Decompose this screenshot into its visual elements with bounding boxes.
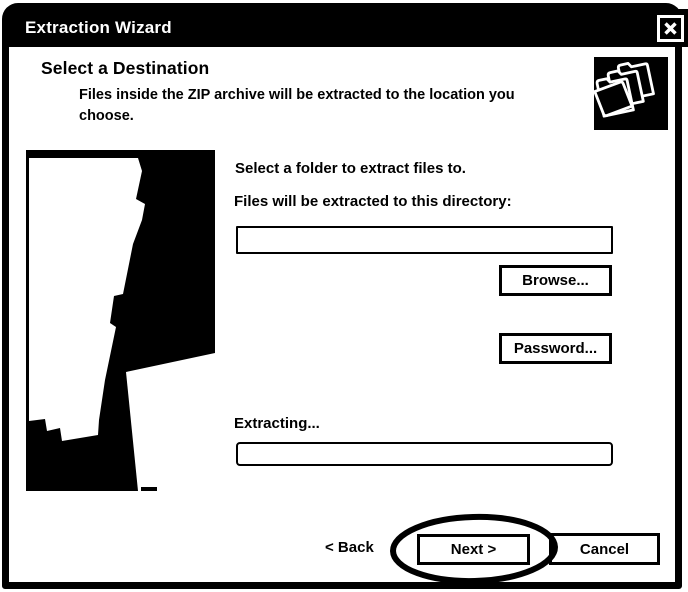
back-button-label: < Back <box>325 539 374 556</box>
stacked-folders-icon <box>593 57 668 135</box>
page-title: Select a Destination <box>41 58 210 78</box>
window-title: Extraction Wizard <box>25 18 172 37</box>
back-button[interactable]: < Back <box>325 539 374 556</box>
password-button-label: Password... <box>513 340 598 357</box>
description-line-2: choose. <box>79 108 134 124</box>
browse-button-label: Browse... <box>522 272 589 289</box>
next-button[interactable]: Next > <box>417 534 530 565</box>
directory-label: Files will be extracted to this director… <box>234 193 512 210</box>
cancel-button[interactable]: Cancel <box>549 533 660 565</box>
directory-input[interactable] <box>236 226 613 254</box>
instruction-text: Select a folder to extract files to. <box>235 160 466 177</box>
password-button[interactable]: Password... <box>499 333 612 364</box>
extracting-label: Extracting... <box>234 415 320 432</box>
close-icon <box>663 21 678 36</box>
title-bar: Extraction Wizard <box>8 9 688 47</box>
extraction-progress-bar <box>236 442 613 466</box>
description-line-1: Files inside the ZIP archive will be ext… <box>79 87 515 103</box>
close-button[interactable] <box>657 14 684 42</box>
wizard-side-graphic <box>26 150 215 496</box>
page-description: Files inside the ZIP archive will be ext… <box>79 85 515 127</box>
cancel-button-label: Cancel <box>579 540 630 558</box>
browse-button[interactable]: Browse... <box>499 265 612 296</box>
next-button-label: Next > <box>450 541 497 558</box>
